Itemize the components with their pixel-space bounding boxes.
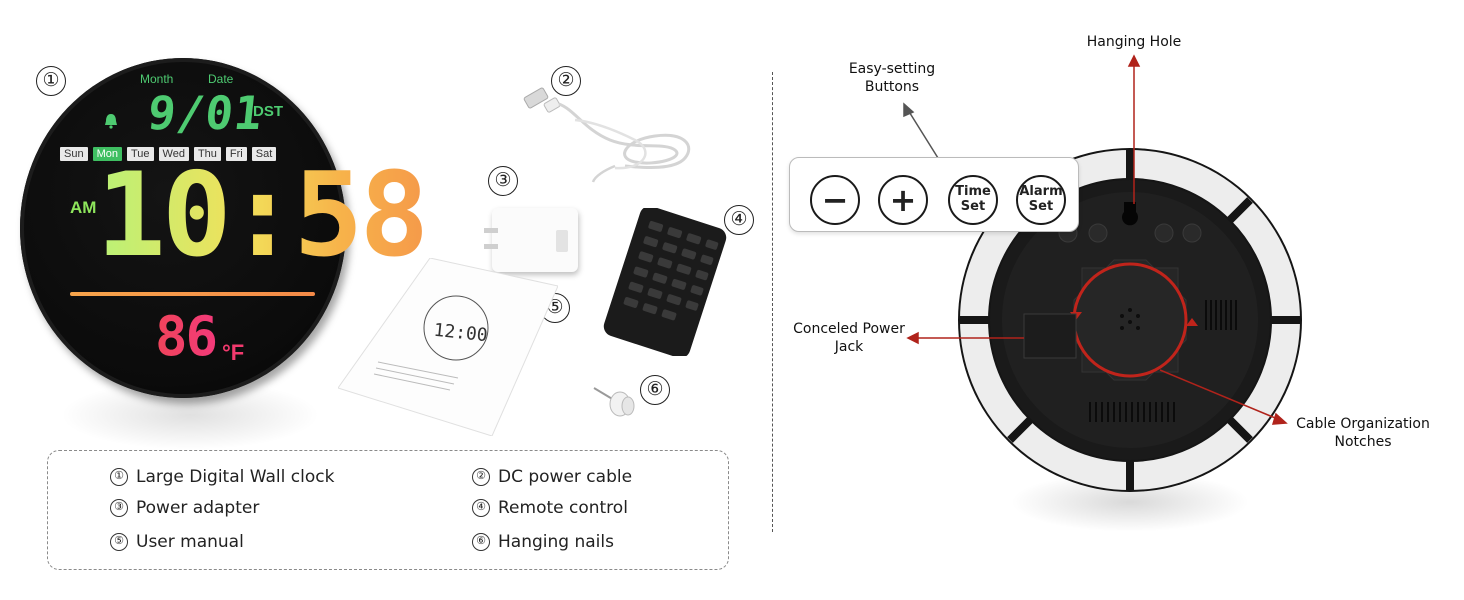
part-number: ⑤	[110, 533, 128, 551]
parts-list-item: ⑤ User manual	[110, 532, 244, 552]
month-label: Month	[140, 72, 174, 86]
parts-list-item: ② DC power cable	[472, 467, 632, 487]
part-number: ①	[110, 468, 128, 486]
section-divider	[772, 72, 773, 532]
part-label: Remote control	[498, 498, 628, 518]
remote-control-image	[603, 208, 727, 356]
callout-number-1: ①	[36, 66, 66, 96]
callout-number-5: ⑤	[540, 293, 570, 323]
power-adapter-image	[484, 208, 578, 272]
part-number: ④	[472, 499, 490, 517]
part-label: Hanging nails	[498, 532, 614, 552]
weekday-row: Sun Mon Tue Wed Thu Fri Sat	[60, 147, 277, 161]
plus-button[interactable]: +	[878, 175, 928, 225]
part-label: Large Digital Wall clock	[136, 467, 335, 487]
hanging-nails-image	[593, 387, 635, 417]
time-display: 10:58	[96, 148, 429, 283]
am-indicator: AM	[70, 198, 97, 217]
callout-number-3: ③	[488, 166, 518, 196]
callout-number-6: ⑥	[640, 375, 670, 405]
divider-bar	[70, 292, 315, 296]
power-jack-label: Conceled Power Jack	[793, 321, 905, 355]
parts-list-item: ① Large Digital Wall clock	[110, 467, 334, 487]
hanging-hole-label: Hanging Hole	[1086, 34, 1182, 50]
date-display: 9/01	[145, 86, 266, 140]
part-label: User manual	[136, 532, 244, 552]
dc-power-cable-image	[523, 87, 691, 183]
date-label: Date	[208, 72, 234, 86]
part-label: Power adapter	[136, 498, 260, 518]
weekday-thu: Thu	[193, 147, 221, 161]
alarm-set-button[interactable]: Alarm Set	[1016, 175, 1066, 225]
callout-number-2: ②	[551, 66, 581, 96]
parts-list-item: ⑥ Hanging nails	[472, 532, 614, 552]
cable-notches-label: Cable Organization Notches	[1296, 416, 1430, 450]
weekday-fri: Fri	[225, 147, 247, 161]
easy-setting-buttons-label: Easy-setting Buttons	[848, 61, 936, 95]
parts-list-item: ④ Remote control	[472, 498, 628, 518]
weekday-mon: Mon	[92, 147, 122, 161]
part-number: ⑥	[472, 533, 490, 551]
weekday-sat: Sat	[251, 147, 277, 161]
weekday-sun: Sun	[60, 147, 88, 161]
callout-number-4: ④	[724, 205, 754, 235]
part-number: ②	[472, 468, 490, 486]
part-label: DC power cable	[498, 467, 633, 487]
dst-indicator: DST	[253, 103, 283, 120]
temperature-display: 86	[155, 305, 218, 368]
setting-buttons-panel: − + Time Set Alarm Set	[789, 157, 1079, 232]
digital-wall-clock	[20, 58, 346, 398]
time-set-button[interactable]: Time Set	[948, 175, 998, 225]
temperature-unit: °F	[222, 340, 245, 365]
part-number: ③	[110, 499, 128, 517]
alarm-bell-icon	[105, 114, 117, 129]
minus-button[interactable]: −	[810, 175, 860, 225]
parts-list-box	[47, 450, 729, 570]
parts-list-item: ③ Power adapter	[110, 498, 259, 518]
user-manual-image: 12:00	[338, 258, 558, 436]
weekday-tue: Tue	[126, 147, 154, 161]
weekday-wed: Wed	[158, 147, 189, 161]
